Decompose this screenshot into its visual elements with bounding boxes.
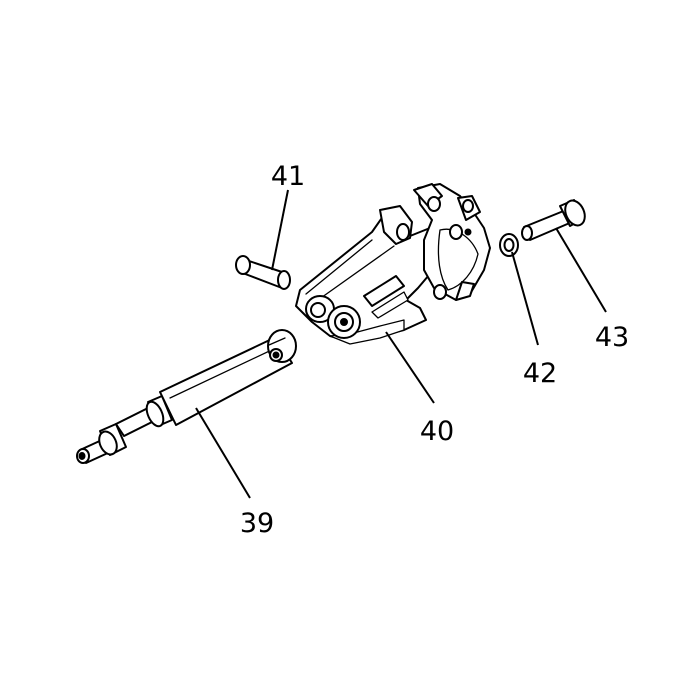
bolt-part	[521, 199, 586, 241]
callout-label-41: 41	[271, 161, 305, 192]
callout-label-40: 40	[420, 416, 454, 447]
leader-line-40	[385, 331, 435, 404]
callout-label-42: 42	[523, 358, 557, 389]
washer-part	[499, 233, 519, 257]
bracket-part	[295, 183, 491, 345]
shaft-part	[76, 329, 297, 464]
callout-label-43: 43	[595, 322, 629, 353]
leader-line-39	[195, 407, 251, 499]
leader-line-41	[271, 189, 289, 271]
callout-label-39: 39	[240, 508, 274, 539]
leader-line-43	[555, 227, 607, 313]
leader-line-42	[511, 251, 539, 346]
pin-part	[235, 255, 291, 290]
